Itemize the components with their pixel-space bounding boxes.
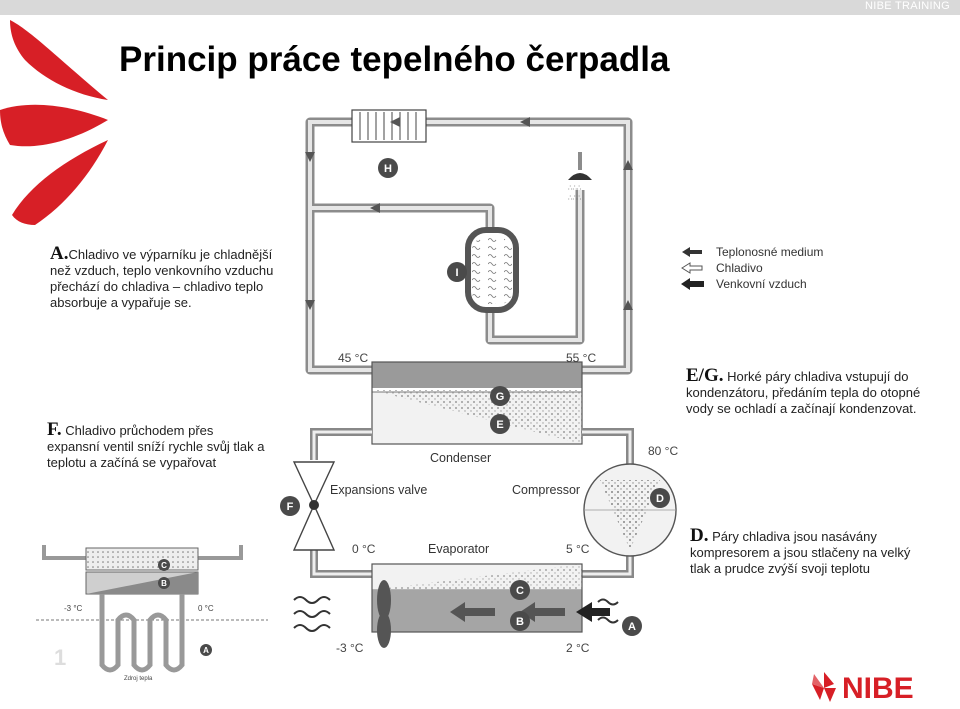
- temp-hot-gas: 80 °C: [648, 444, 678, 458]
- top-bar: NIBE TRAINING: [0, 0, 960, 15]
- paragraph-eg-letter: E/G.: [686, 365, 723, 386]
- label-compressor: Compressor: [512, 483, 580, 497]
- marker-c: C: [510, 580, 530, 600]
- svg-text:A: A: [203, 646, 209, 655]
- svg-text:B: B: [516, 616, 524, 628]
- paragraph-f-text: Chladivo průchodem přes expansní ventil …: [47, 423, 265, 470]
- marker-f: F: [280, 496, 300, 516]
- temp-air-out: -3 °C: [336, 641, 364, 655]
- pipe-outer-return: [425, 122, 628, 370]
- brand-label: NIBE TRAINING: [865, 0, 950, 13]
- radiator: [352, 110, 426, 142]
- svg-text:∴∴∴: ∴∴∴: [568, 185, 582, 192]
- label-condenser: Condenser: [430, 451, 491, 465]
- temp-cond-in: 45 °C: [338, 351, 368, 365]
- svg-text:D: D: [656, 493, 664, 505]
- water-tank: [468, 230, 516, 310]
- swirl-blade-top: [10, 20, 108, 100]
- heat-pump-diagram: ∴∴∴ ∴∴∴: [280, 100, 690, 660]
- label-expansion-valve: Expansions valve: [330, 483, 427, 497]
- svg-text:A: A: [628, 621, 636, 633]
- shower-icon: ∴∴∴ ∴∴∴: [568, 152, 592, 202]
- temp-cond-out: 55 °C: [566, 351, 596, 365]
- page-title: Princip práce tepelného čerpadla: [119, 40, 669, 80]
- evaporator-block: [372, 564, 582, 632]
- condenser-block: [372, 362, 582, 444]
- ground-collector-pipe: [102, 594, 182, 670]
- swirl-blade-low: [12, 140, 108, 225]
- ground-temp-right: 0 °C: [198, 604, 214, 613]
- paragraph-a-letter: A.: [50, 243, 68, 264]
- marker-d: D: [650, 488, 670, 508]
- paragraph-a-text: Chladivo ve výparníku je chladnější než …: [50, 247, 273, 310]
- temp-air-in: 2 °C: [566, 641, 590, 655]
- temp-evap-in: 0 °C: [352, 542, 376, 556]
- svg-text:I: I: [455, 267, 458, 279]
- nibe-logo-text: NIBE: [842, 672, 914, 704]
- svg-text:C: C: [161, 561, 167, 570]
- ground-marker-b: B: [158, 577, 170, 589]
- page-number: 1: [54, 645, 66, 670]
- marker-a: A: [622, 616, 642, 636]
- marker-b: B: [510, 611, 530, 631]
- pipe-outer-loop: [310, 122, 372, 370]
- paragraph-f-letter: F.: [47, 419, 62, 440]
- paragraph-f: F. Chladivo průchodem přes expansní vent…: [47, 422, 265, 471]
- legend-item-refrigerant: Chladivo: [680, 260, 823, 276]
- ground-marker-a: A: [200, 644, 212, 656]
- svg-text:B: B: [161, 579, 167, 588]
- pipe-inner-left: [310, 208, 490, 240]
- svg-text:G: G: [496, 391, 505, 403]
- svg-text:∴∴∴: ∴∴∴: [568, 195, 582, 202]
- swirl-blade-mid: [0, 105, 108, 146]
- marker-g: G: [490, 386, 510, 406]
- legend-label: Venkovní vzduch: [716, 276, 807, 292]
- paragraph-d-letter: D.: [690, 525, 708, 546]
- marker-e: E: [490, 414, 510, 434]
- svg-text:F: F: [287, 501, 294, 513]
- ground-caption: Zdroj tepla: [124, 676, 153, 682]
- legend-label: Chladivo: [716, 260, 763, 276]
- nibe-swirl-decoration: [0, 0, 120, 240]
- paragraph-d: D. Páry chladiva jsou nasávány kompresor…: [690, 528, 920, 577]
- legend-item-outdoor-air: Venkovní vzduch: [680, 276, 823, 292]
- paragraph-a: A.Chladivo ve výparníku je chladnější ne…: [50, 246, 282, 311]
- ground-temp-left: -3 °C: [64, 604, 83, 613]
- paragraph-d-text: Páry chladiva jsou nasávány kompresorem …: [690, 529, 910, 576]
- fan-icon: [377, 580, 391, 648]
- svg-text:C: C: [516, 585, 524, 597]
- ground-marker-c: C: [158, 559, 170, 571]
- marker-i: I: [447, 262, 467, 282]
- nibe-logo-icon: [812, 672, 836, 702]
- temp-evap-out: 5 °C: [566, 542, 590, 556]
- paragraph-eg: E/G. Horké páry chladiva vstupují do kon…: [686, 368, 922, 417]
- legend-item-heat-medium: Teplonosné medium: [680, 244, 823, 260]
- svg-text:E: E: [496, 419, 503, 431]
- label-evaporator: Evaporator: [428, 542, 489, 556]
- nibe-logo: NIBE: [810, 670, 950, 704]
- marker-h: H: [378, 158, 398, 178]
- ground-loop-diagram: -3 °C 0 °C Zdroj tepla 1 C B A: [36, 540, 276, 690]
- svg-text:H: H: [384, 163, 392, 175]
- legend-label: Teplonosné medium: [716, 244, 823, 260]
- legend: Teplonosné medium Chladivo Venkovní vzdu…: [680, 244, 823, 292]
- compressor: [584, 464, 676, 556]
